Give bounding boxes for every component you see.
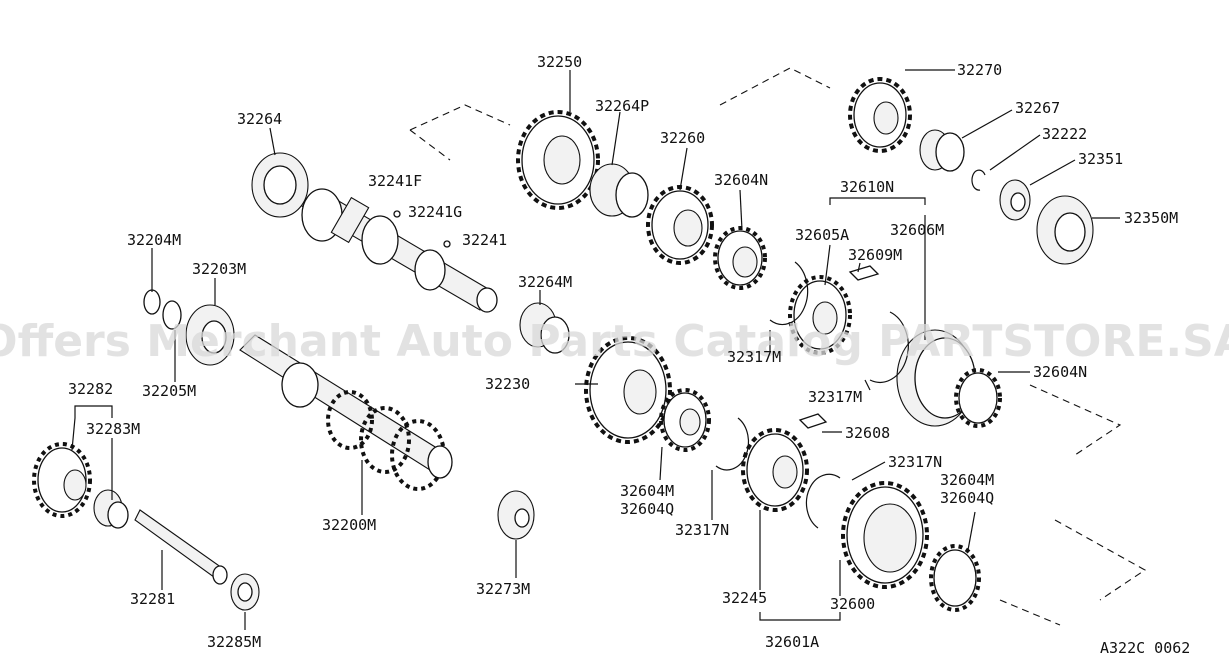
label-32601A: 32601A bbox=[765, 633, 819, 651]
idler-shaft-32281 bbox=[134, 509, 228, 585]
bushing-32283M bbox=[93, 489, 129, 529]
countershaft-32200M bbox=[239, 334, 453, 491]
label-32608: 32608 bbox=[845, 424, 890, 442]
label-32604Q-a: 32604Q bbox=[620, 500, 674, 518]
label-32267: 32267 bbox=[1015, 99, 1060, 117]
label-32270: 32270 bbox=[957, 61, 1002, 79]
label-32264P: 32264P bbox=[595, 97, 649, 115]
bearing-32273M bbox=[497, 490, 535, 540]
bushing-32267 bbox=[919, 129, 965, 172]
label-32604N: 32604N bbox=[714, 171, 768, 189]
label-32604M-b: 32604M bbox=[940, 471, 994, 489]
drawing-code: A322C 0062 bbox=[1100, 639, 1190, 657]
label-32317M-b: 32317M bbox=[808, 388, 862, 406]
label-32283M: 32283M bbox=[86, 420, 140, 438]
label-32351: 32351 bbox=[1078, 150, 1123, 168]
label-32264M: 32264M bbox=[518, 273, 572, 291]
label-32203M: 32203M bbox=[192, 260, 246, 278]
label-32241: 32241 bbox=[462, 231, 507, 249]
ring-32604M-b bbox=[929, 544, 981, 612]
label-32260: 32260 bbox=[660, 129, 705, 147]
spring-32317N-b bbox=[805, 473, 841, 529]
key-32609M bbox=[848, 265, 880, 281]
needle-bearing-32264M bbox=[519, 302, 570, 354]
mainshaft-32241 bbox=[299, 188, 498, 313]
label-32317N-b: 32317N bbox=[675, 521, 729, 539]
synchro-32600 bbox=[841, 481, 929, 589]
idler-gear-32282 bbox=[32, 442, 92, 518]
gear-32245 bbox=[741, 428, 809, 512]
label-32200M: 32200M bbox=[322, 516, 376, 534]
washer-32285M bbox=[230, 573, 260, 611]
label-32610N: 32610N bbox=[840, 178, 894, 196]
spring-32317M-b bbox=[869, 311, 909, 383]
label-32609M: 32609M bbox=[848, 246, 902, 264]
label-32204M: 32204M bbox=[127, 231, 181, 249]
label-32604N-b: 32604N bbox=[1033, 363, 1087, 381]
label-32245: 32245 bbox=[722, 589, 767, 607]
label-32273M: 32273M bbox=[476, 580, 530, 598]
bearing-32203M bbox=[185, 304, 235, 366]
ring-32604N-b bbox=[954, 368, 1002, 428]
label-32230: 32230 bbox=[485, 375, 530, 393]
label-32604Q-b: 32604Q bbox=[940, 489, 994, 507]
label-32350M: 32350M bbox=[1124, 209, 1178, 227]
key-32608 bbox=[798, 413, 828, 429]
label-32600: 32600 bbox=[830, 595, 875, 613]
gear-32270 bbox=[848, 77, 912, 153]
bearing-32350M bbox=[1036, 195, 1094, 265]
snap-ring-32222 bbox=[971, 169, 986, 191]
sleeve-32264P bbox=[589, 163, 649, 218]
label-32605A: 32605A bbox=[795, 226, 849, 244]
ring-32604M-a bbox=[659, 388, 711, 452]
label-32604M-a: 32604M bbox=[620, 482, 674, 500]
label-32222: 32222 bbox=[1042, 125, 1087, 143]
spring-32317M-a bbox=[769, 261, 809, 326]
label-32264: 32264 bbox=[237, 110, 282, 128]
label-32241F: 32241F bbox=[368, 172, 422, 190]
watermark-text: Offers Merchant Auto Parts Catalog PARTS… bbox=[0, 316, 1229, 367]
washer-32204M bbox=[143, 289, 161, 315]
gear-32230 bbox=[584, 336, 672, 444]
ring-32604N bbox=[713, 226, 767, 290]
washer-32205M bbox=[162, 300, 182, 330]
label-32282: 32282 bbox=[68, 380, 113, 398]
gear-32250 bbox=[516, 110, 600, 210]
label-32205M: 32205M bbox=[142, 382, 196, 400]
label-32285M: 32285M bbox=[207, 633, 261, 651]
part-labels: 32250 32270 32264P 32267 32260 32222 322… bbox=[68, 53, 1190, 657]
gear-32260 bbox=[646, 185, 714, 265]
label-32317M-a: 32317M bbox=[727, 348, 781, 366]
washer-32351 bbox=[999, 179, 1031, 221]
pins-32241F-32241G bbox=[393, 210, 451, 248]
label-32606M: 32606M bbox=[890, 221, 944, 239]
bearing-32264 bbox=[251, 152, 309, 218]
phantom-outlines bbox=[409, 67, 1147, 626]
label-32241G: 32241G bbox=[408, 203, 462, 221]
label-32317N-a: 32317N bbox=[888, 453, 942, 471]
label-32281: 32281 bbox=[130, 590, 175, 608]
label-32250: 32250 bbox=[537, 53, 582, 71]
leader-lines bbox=[71, 69, 1120, 630]
